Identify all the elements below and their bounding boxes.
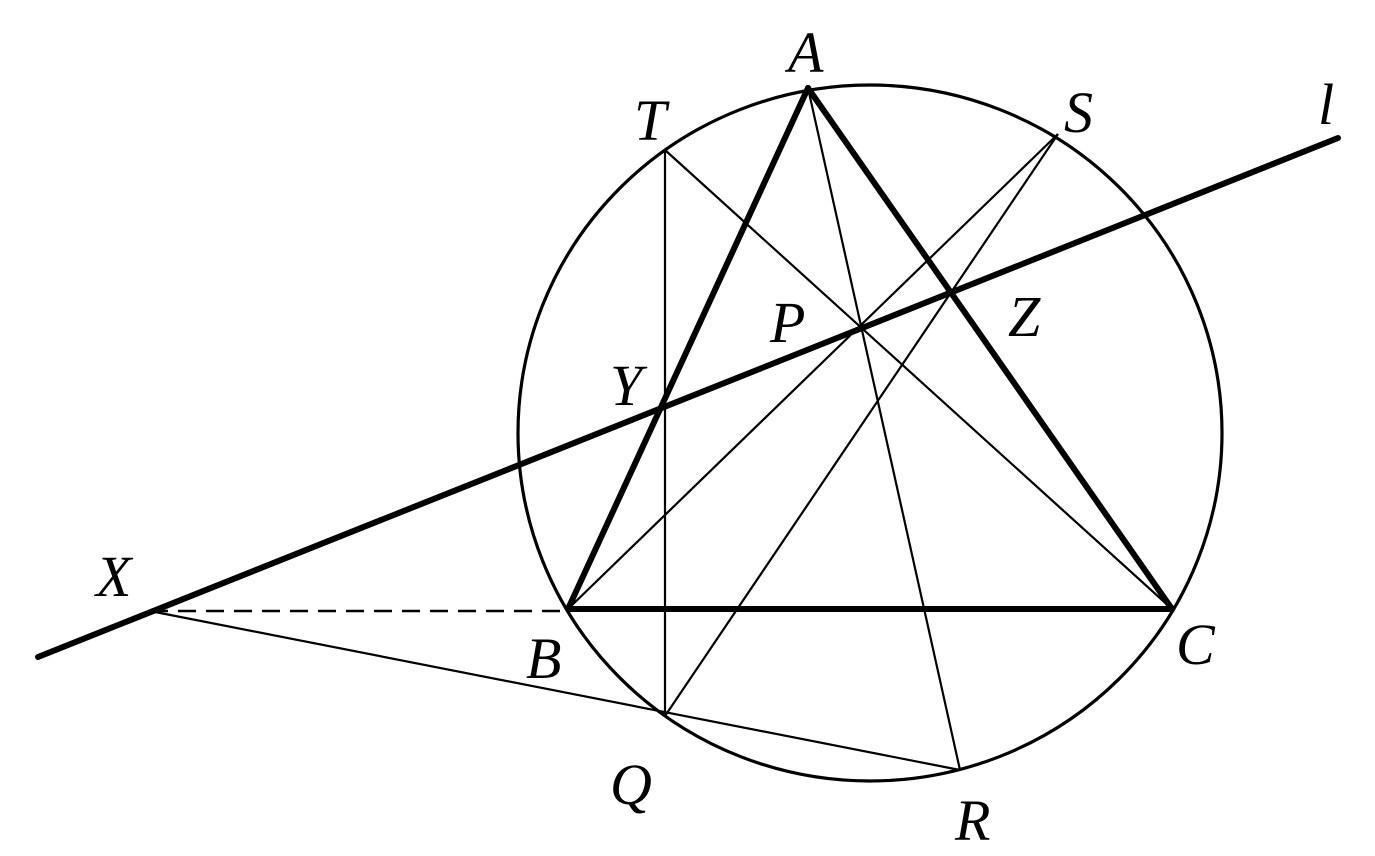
side-AB xyxy=(565,85,811,612)
circumcircle xyxy=(516,83,1224,783)
label-T: T xyxy=(634,88,670,153)
segment-AR xyxy=(806,87,962,771)
segment-BS xyxy=(567,133,1059,610)
segment-XR xyxy=(149,609,961,772)
label-X: X xyxy=(94,544,134,609)
label-R: R xyxy=(954,788,990,853)
label-S: S xyxy=(1064,80,1093,145)
label-C: C xyxy=(1176,612,1216,677)
line-l xyxy=(35,135,1341,660)
label-Y: Y xyxy=(610,353,648,418)
label-P: P xyxy=(769,290,805,355)
side-AC xyxy=(805,85,1175,612)
label-Z: Z xyxy=(1008,284,1041,349)
label-B: B xyxy=(526,626,561,691)
label-A: A xyxy=(784,20,824,85)
label-Q: Q xyxy=(610,752,652,817)
segment-TC xyxy=(664,149,1173,610)
segment-QS xyxy=(664,133,1059,717)
label-l: l xyxy=(1318,72,1334,137)
